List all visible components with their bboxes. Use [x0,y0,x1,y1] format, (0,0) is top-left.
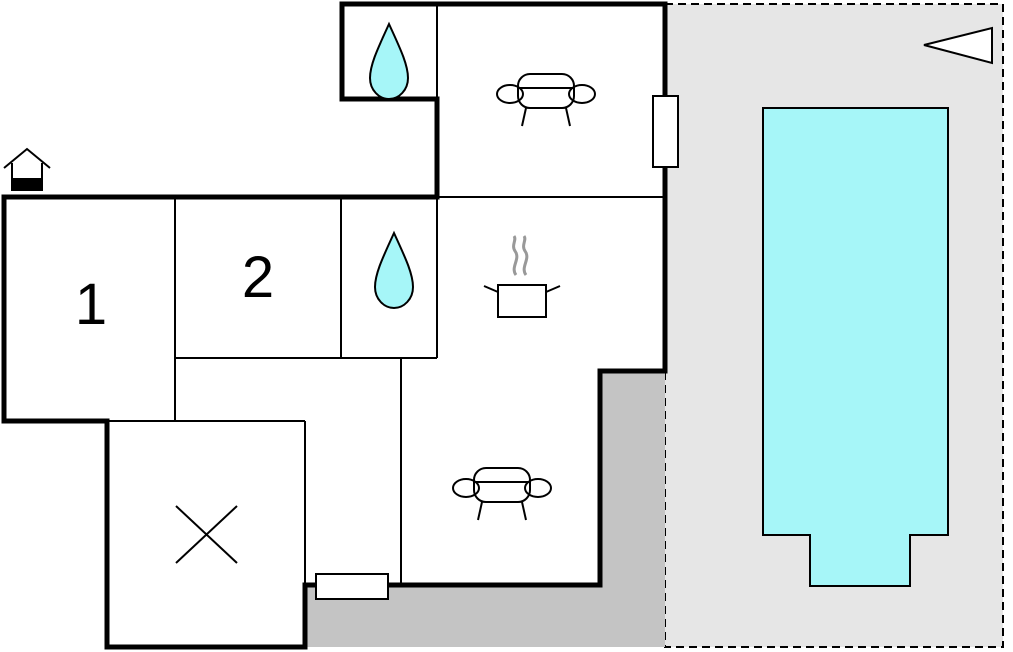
sofa-icon [496,73,596,127]
house-entrance-icon [3,147,51,191]
terrace-door [315,573,389,600]
water-drop-icon [368,21,410,101]
room-label-bedroom-1: 1 [75,272,107,337]
room-label-bedroom-2: 2 [242,245,274,310]
house-floor [4,4,665,647]
water-drop-icon [373,230,415,310]
paved-terrace [305,371,665,647]
sofa-icon [452,467,552,521]
exterior-walls [1,1,668,650]
swimming-pool [762,107,949,587]
patio-door [652,95,679,168]
cooking-pot-icon [483,235,561,318]
direction-arrow-icon [923,26,993,65]
cross-mark-icon [175,505,238,564]
